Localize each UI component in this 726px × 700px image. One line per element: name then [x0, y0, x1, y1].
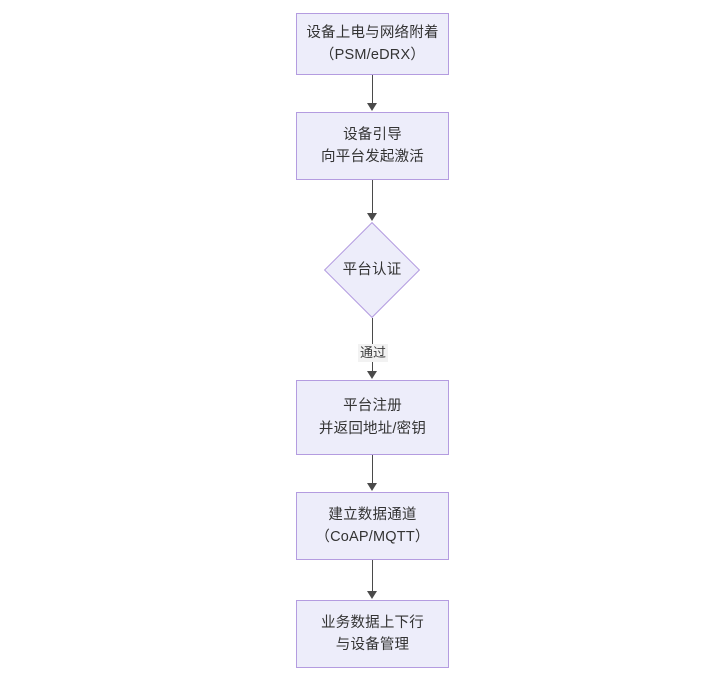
node-label-line: 建立数据通道	[328, 506, 417, 523]
node-device-bootstrap[interactable]: 设备引导 向平台发起激活	[296, 112, 449, 180]
node-label-line: 与设备管理	[335, 637, 410, 653]
node-label-line: （PSM/eDRX）	[319, 47, 426, 63]
node-label-line: （CoAP/MQTT）	[315, 529, 430, 545]
node-label-line: 设备引导	[343, 126, 402, 143]
node-label-line: 设备上电与网络附着	[306, 24, 439, 41]
edge-n5-n6-arrowhead	[367, 591, 377, 599]
node-label-line: 业务数据上下行	[321, 614, 424, 631]
node-label-line: 并返回地址/密钥	[318, 420, 427, 437]
edge-n1-n2-arrowhead	[367, 103, 377, 111]
edge-n4-n5-arrowhead	[367, 483, 377, 491]
node-business-data-and-device-management[interactable]: 业务数据上下行 与设备管理	[296, 600, 449, 668]
node-label-line: 平台注册	[343, 398, 402, 415]
edge-n2-n3-arrowhead	[367, 213, 377, 221]
node-device-power-on[interactable]: 设备上电与网络附着 （PSM/eDRX）	[296, 13, 449, 75]
edge-n1-n2-line	[372, 75, 374, 104]
edge-n3-n4-arrowhead	[367, 371, 377, 379]
edge-n5-n6-line	[372, 560, 374, 592]
edge-label-pass: 通过	[357, 344, 389, 362]
edge-n2-n3-line	[372, 180, 374, 214]
edge-n4-n5-line	[372, 455, 374, 484]
node-establish-data-channel[interactable]: 建立数据通道 （CoAP/MQTT）	[296, 492, 449, 560]
node-label-line: 向平台发起激活	[321, 149, 424, 165]
node-platform-authentication[interactable]: 平台认证	[323, 221, 421, 319]
node-platform-registration[interactable]: 平台注册 并返回地址/密钥	[296, 380, 449, 455]
node-label-line: 平台认证	[342, 261, 402, 278]
